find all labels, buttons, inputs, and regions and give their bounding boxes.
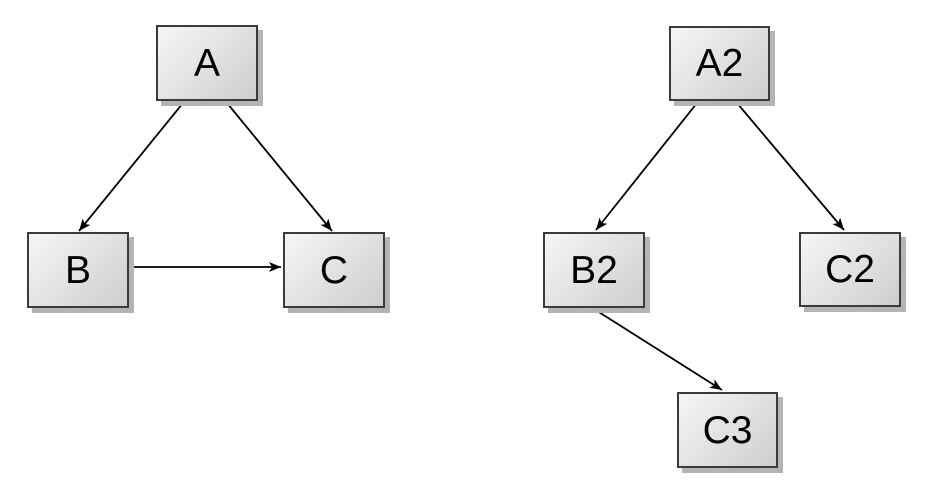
node-A2: A2	[669, 26, 770, 101]
node-label: A	[193, 41, 220, 85]
node-label: C2	[825, 248, 875, 291]
node-C: C	[283, 232, 385, 308]
edge-B2-C3	[593, 308, 723, 391]
node-B: B	[27, 232, 129, 308]
edge-A2-B2	[595, 102, 698, 231]
node-label: C	[319, 248, 349, 292]
node-label: B	[64, 248, 91, 292]
node-label: A2	[695, 42, 744, 85]
node-C2: C2	[799, 232, 901, 307]
node-C3: C3	[677, 392, 778, 468]
node-label: B2	[570, 248, 618, 292]
node-A: A	[156, 25, 258, 101]
edge-A-B	[78, 102, 184, 232]
edge-A-C	[226, 102, 333, 232]
node-label: C3	[702, 408, 753, 452]
node-B2: B2	[543, 232, 645, 308]
edge-A2-C2	[736, 102, 845, 231]
